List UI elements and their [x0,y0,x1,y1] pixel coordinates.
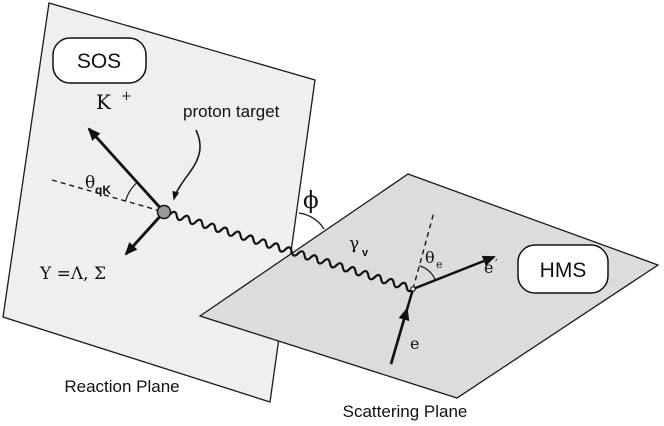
electron-vertex-dot [410,286,416,292]
scattered-electron-label: e [484,258,493,277]
proton-target-pointer [172,129,201,201]
hyperon-arrow [124,211,166,256]
gamma-v-label: γ [349,234,359,254]
sos-box [52,37,147,84]
scattering-plane [198,173,660,399]
theta-e-label: θ [425,248,435,267]
hms-box [517,244,609,294]
interaction-vertex-dot [156,204,172,220]
electron-arrowhead-segment [389,307,410,365]
hms-label: HMS [540,259,587,282]
reaction-plane [2,2,316,403]
kaon-arrow [87,127,166,213]
gamma-v-subscript: v [362,247,369,259]
sos-label: SOS [77,50,121,73]
electron-label: e [410,334,419,353]
photon-wavy-line [162,210,414,293]
q-direction-dashed-line [51,179,165,213]
scattered-electron-arrow [412,255,496,291]
theta-e-subscript: e [436,258,443,271]
kaon-charge-superscript: + [121,89,132,104]
phi-label: ϕ [303,188,319,214]
theta-qk-label: θ [85,173,95,193]
kaon-label: K [96,90,112,114]
scattering-plane-label: Scattering Plane [343,402,468,421]
hyperon-label: Y =Λ, Σ [39,264,106,284]
scattered-electron-prime: ′ [495,257,498,271]
proton-target-label: proton target [183,102,280,121]
phi-angle-arc [298,212,325,230]
electron-dashed-line [412,211,435,290]
reaction-plane-label: Reaction Plane [64,377,179,396]
theta-qk-subscript: qK [95,183,111,197]
